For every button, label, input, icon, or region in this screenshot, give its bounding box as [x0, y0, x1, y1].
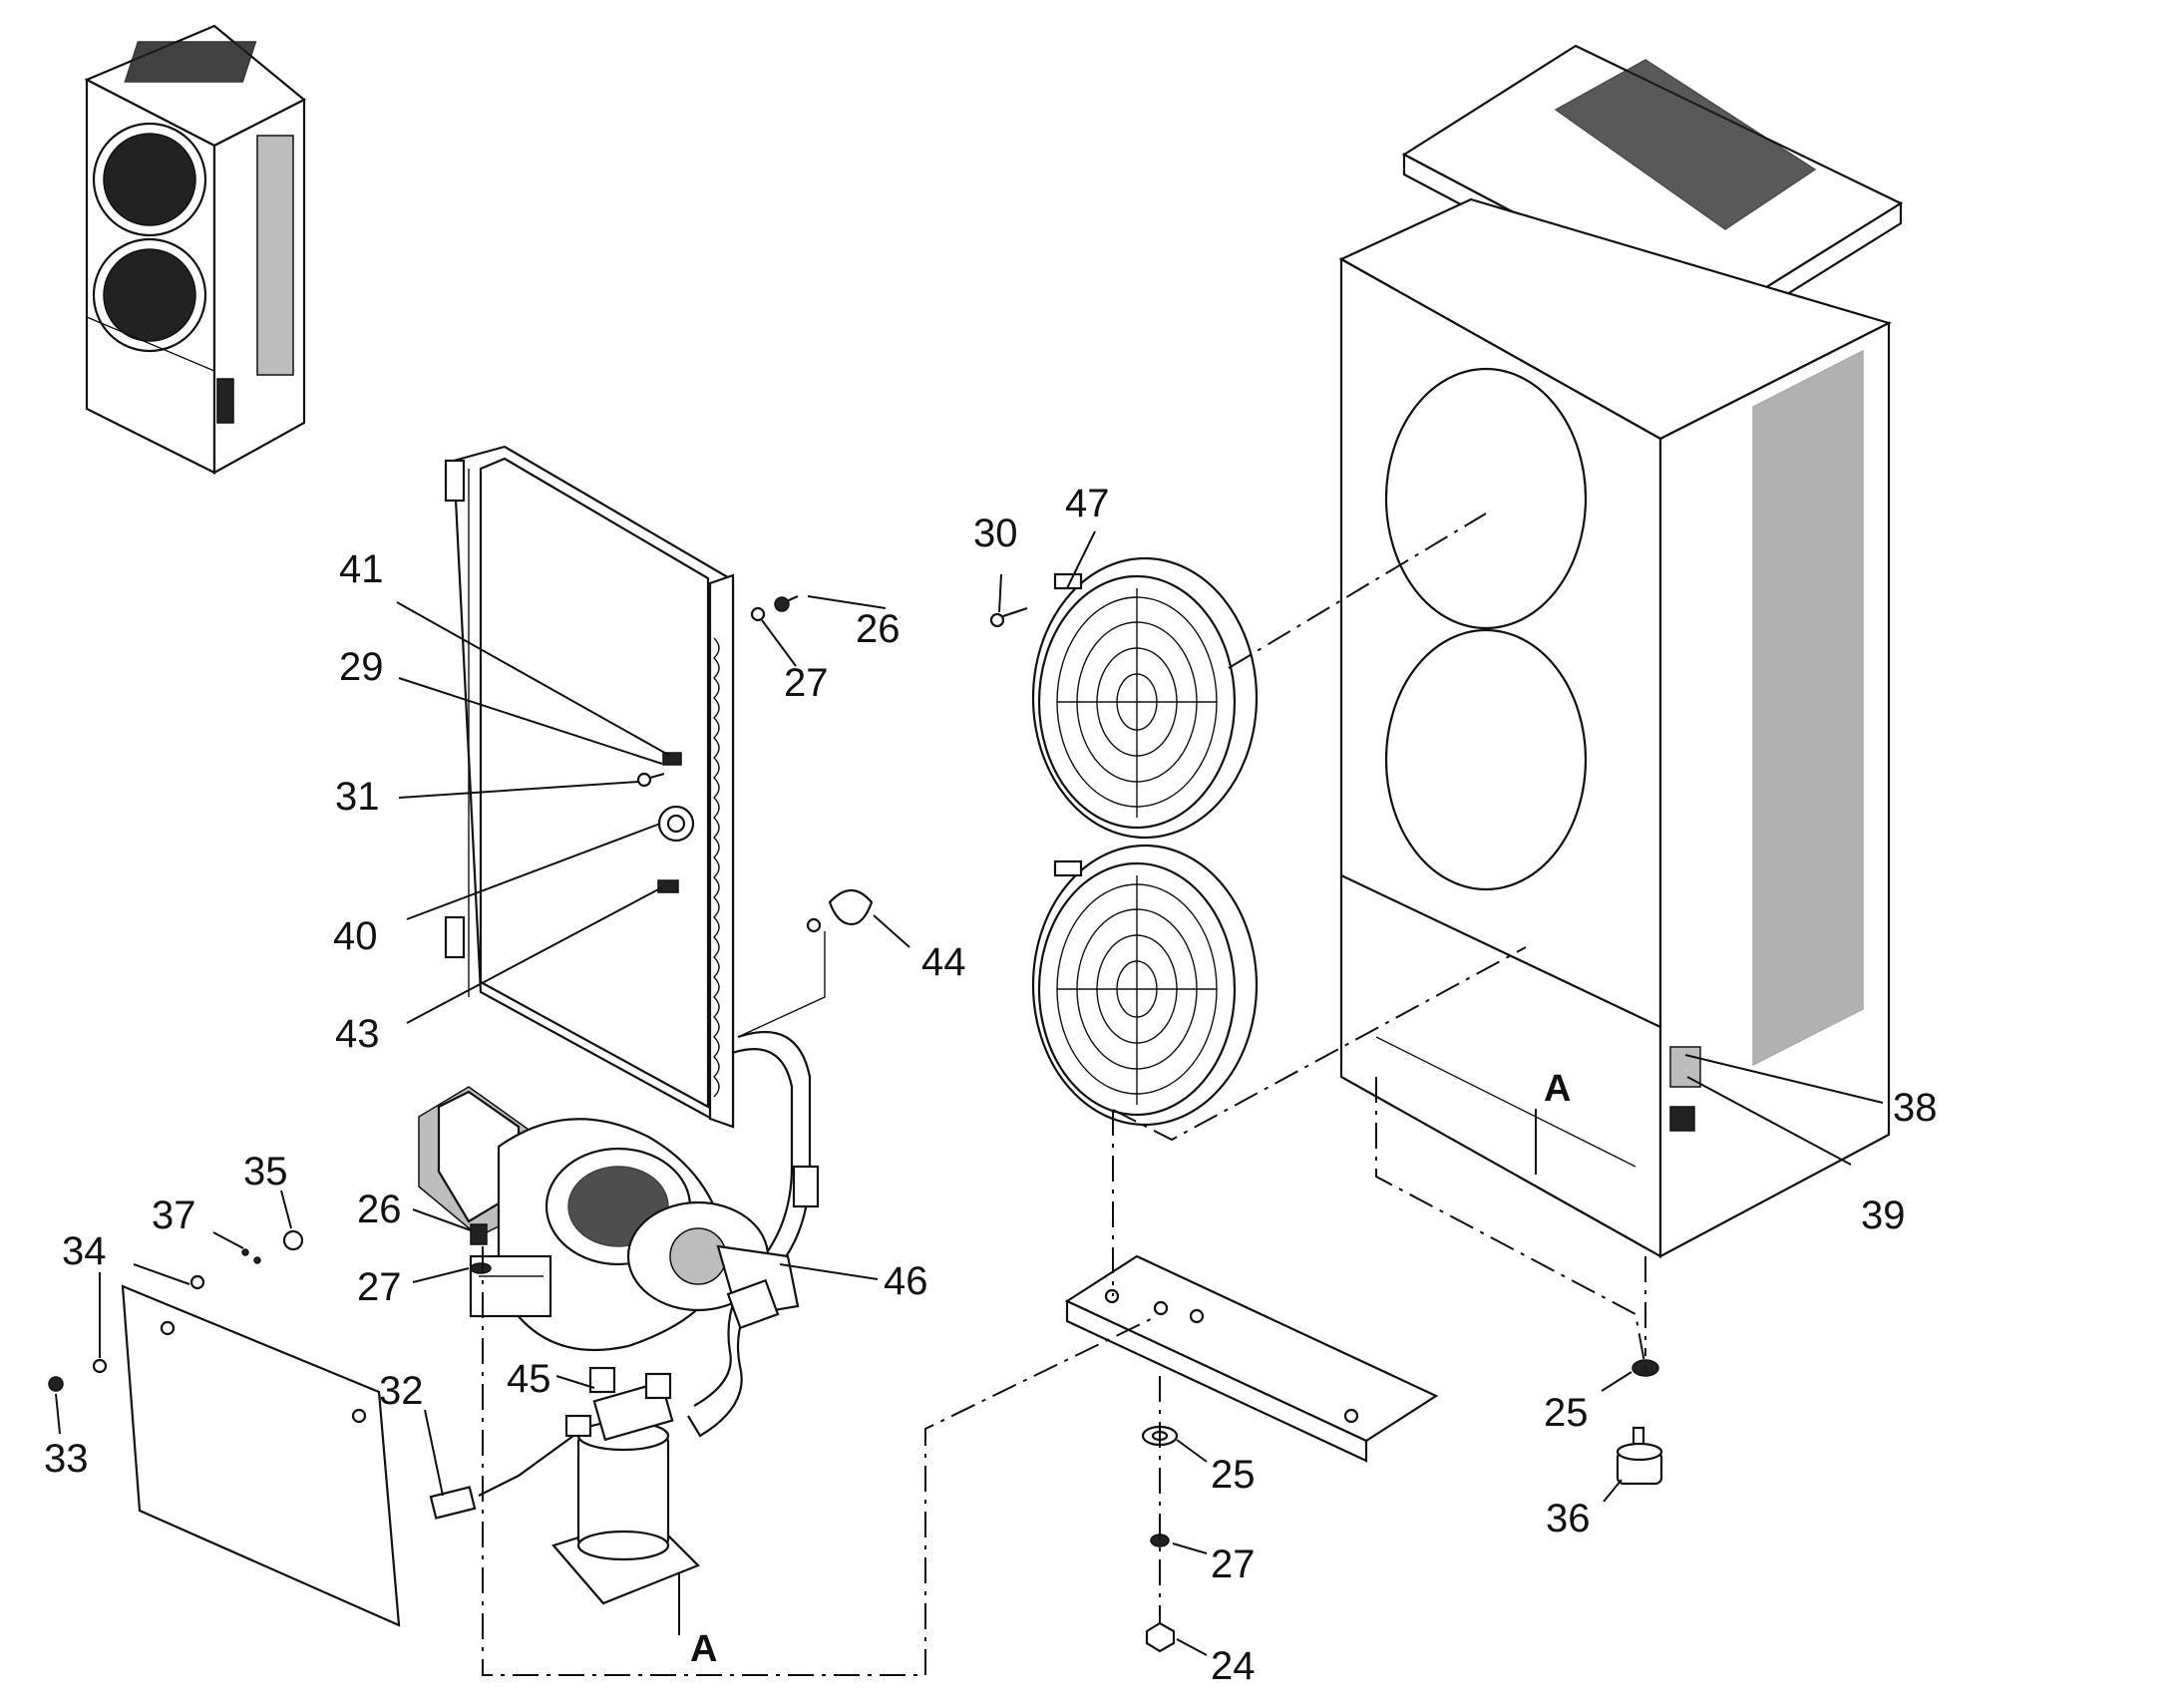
callout-25-tray: 25 [1211, 1453, 1256, 1497]
callout-25-foot: 25 [1544, 1391, 1589, 1435]
grommet-40 [657, 805, 695, 843]
bolt-26-compressor [470, 1223, 488, 1245]
callout-32: 32 [379, 1369, 424, 1413]
receiver-drier [551, 1366, 700, 1605]
fan-bolt-30 [989, 606, 1028, 628]
callout-24: 24 [1211, 1644, 1256, 1688]
callout-31: 31 [335, 775, 380, 819]
callout-26-compressor: 26 [357, 1188, 402, 1231]
callout-43: 43 [335, 1012, 380, 1056]
compressor-assembly [418, 1086, 800, 1352]
section-letter-a-housing: A [1544, 1068, 1571, 1110]
condenser-fan-lower [1031, 844, 1259, 1127]
callout-36: 36 [1546, 1497, 1591, 1540]
callout-29: 29 [339, 645, 384, 689]
bolt-26-condenser [774, 594, 799, 612]
coil-fin-loops [713, 637, 720, 1098]
section-letter-a-receiver: A [690, 1628, 717, 1670]
callout-37: 37 [152, 1194, 196, 1237]
assembly-centerlines [482, 512, 1646, 1676]
condenser-coil [444, 445, 735, 1129]
callout-34: 34 [62, 1229, 107, 1273]
callout-40: 40 [333, 914, 378, 958]
nut-35 [282, 1229, 304, 1251]
callout-27-condenser: 27 [784, 661, 829, 705]
leader-lines [55, 530, 1884, 1656]
sensor-clip-43 [657, 879, 679, 893]
screw-33 [48, 1376, 64, 1392]
isolator-foot-36 [1616, 1426, 1663, 1486]
washer-37 [241, 1248, 261, 1264]
callout-35: 35 [243, 1150, 288, 1194]
nut-24 [1145, 1621, 1176, 1653]
callout-26-condenser: 26 [856, 607, 901, 651]
callout-45: 45 [507, 1357, 551, 1401]
callout-41: 41 [339, 547, 384, 591]
callout-33: 33 [44, 1437, 89, 1481]
pressure-switch-lead-32 [429, 1414, 592, 1520]
washer-34b [189, 1274, 205, 1290]
cushion-clamp-44 [806, 888, 874, 933]
sensor-clip-41 [662, 752, 682, 766]
callout-38: 38 [1893, 1086, 1938, 1130]
washer-27-compressor [470, 1262, 492, 1274]
washer-27-condenser [750, 606, 766, 622]
callout-47: 47 [1065, 482, 1110, 525]
callout-46: 46 [884, 1259, 928, 1303]
callout-27-compressor: 27 [357, 1265, 402, 1309]
callout-27-tray: 27 [1211, 1542, 1256, 1586]
condenser-fan-upper [1031, 556, 1259, 840]
mounting-tray [1064, 1254, 1439, 1463]
washer-34 [92, 1358, 108, 1374]
main-housing [1338, 197, 1892, 1258]
assembled-unit-inset [84, 24, 306, 475]
cover-panel [121, 1284, 401, 1627]
callout-39: 39 [1861, 1194, 1906, 1237]
callout-labels: 41 29 31 40 43 26 27 30 47 44 46 45 32 2… [44, 482, 1938, 1688]
callout-44: 44 [921, 940, 966, 984]
screw-31 [636, 772, 665, 788]
callout-30: 30 [973, 512, 1018, 555]
